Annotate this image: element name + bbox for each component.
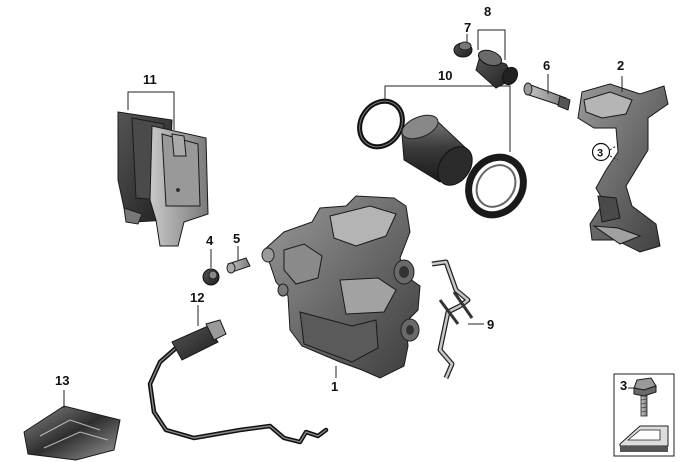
part-number-1: 1 [331, 379, 338, 394]
part-number-12: 12 [190, 290, 204, 305]
part-number-2: 2 [617, 58, 624, 73]
inset-base-symbol [619, 425, 669, 452]
part-number-8: 8 [484, 4, 491, 19]
part-number-13: 13 [55, 373, 69, 388]
wear-sensor [147, 319, 329, 445]
hex-bolt [633, 377, 657, 417]
callout-number-3: 3 [597, 148, 603, 160]
part-number-11: 11 [143, 72, 157, 87]
brake-pad-set [117, 111, 209, 247]
bolt-callout: 3 [591, 142, 619, 162]
part-number-6: 6 [543, 58, 550, 73]
brake-caliper-housing [261, 195, 421, 379]
bolt-inset-box: 3 [613, 373, 675, 457]
inset-part-number-3: 3 [620, 378, 627, 393]
part-number-7: 7 [464, 20, 471, 35]
piston-repair-kit [357, 98, 527, 219]
caliper-carrier [577, 83, 669, 253]
protective-cap [453, 41, 473, 58]
leader-11 [127, 91, 175, 130]
dust-cap [202, 268, 220, 286]
part-number-10: 10 [438, 68, 452, 83]
guide-pin [523, 82, 571, 111]
part-number-5: 5 [233, 231, 240, 246]
bleeder-valve [226, 257, 251, 274]
anti-rattle-spring [431, 259, 474, 379]
assembly-grease [23, 405, 121, 461]
guide-bush-set [475, 49, 519, 89]
part-number-9: 9 [487, 317, 494, 332]
leader-10 [384, 85, 511, 152]
leader-8 [477, 29, 506, 60]
part-number-4: 4 [206, 233, 214, 248]
